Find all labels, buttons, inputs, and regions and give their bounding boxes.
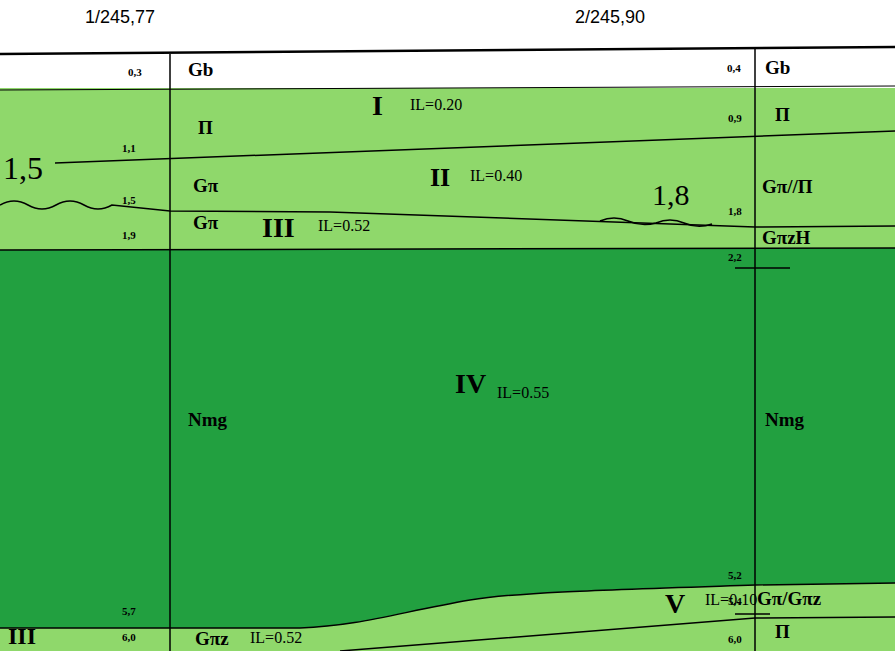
depth-label: 2,2 bbox=[728, 252, 742, 263]
depth-label: 0,3 bbox=[128, 67, 142, 78]
depth-label: 6,0 bbox=[122, 632, 136, 643]
depth-label: 0,9 bbox=[728, 113, 742, 124]
liquidity-index: IL=0.55 bbox=[497, 385, 549, 401]
soil-index: П bbox=[775, 105, 790, 124]
depth-label: 0,4 bbox=[727, 63, 741, 74]
layer-boundaries bbox=[0, 47, 895, 651]
depth-label: 1,5 bbox=[122, 195, 136, 206]
layer-boundary bbox=[340, 617, 895, 651]
light-soil-fill bbox=[0, 88, 895, 651]
wavy-contact bbox=[600, 218, 712, 226]
soil-index: Gπ bbox=[193, 213, 218, 232]
liquidity-index: IL=0.52 bbox=[318, 218, 370, 234]
layer-number: III bbox=[8, 624, 36, 648]
depth-callout: 1,5 bbox=[3, 152, 43, 184]
liquidity-index: IL=0.40 bbox=[470, 168, 522, 184]
depth-label: 5,7 bbox=[122, 606, 136, 617]
fill-boundary bbox=[0, 86, 895, 90]
soil-index: Nmg bbox=[765, 410, 804, 429]
soil-index: Gπ//П bbox=[762, 177, 813, 196]
layer-number: IV bbox=[455, 370, 486, 398]
depth-label: 6,0 bbox=[728, 634, 742, 645]
depth-callout: 1,8 bbox=[652, 180, 690, 210]
soil-index: Gπz bbox=[195, 629, 229, 648]
soil-index: Gπ/Gπz bbox=[757, 589, 821, 608]
liquidity-index: IL=0.52 bbox=[250, 630, 302, 646]
liquidity-index: IL=0.10 bbox=[705, 592, 757, 608]
layer-number: II bbox=[430, 165, 450, 191]
layer-number: V bbox=[665, 590, 685, 618]
borehole-line bbox=[169, 54, 171, 651]
dark-soil-fill bbox=[0, 248, 895, 628]
depth-tick bbox=[735, 613, 770, 615]
depth-label: 5,2 bbox=[728, 570, 742, 581]
liquidity-index: IL=0.20 bbox=[410, 97, 462, 113]
depth-tick bbox=[735, 267, 790, 269]
layer-boundary bbox=[55, 131, 895, 163]
borehole-label: 1/245,77 bbox=[85, 8, 155, 26]
layer-number: III bbox=[262, 214, 295, 242]
soil-index: П bbox=[198, 118, 213, 137]
soil-index: Gb bbox=[765, 58, 790, 77]
ground-surface bbox=[0, 47, 895, 54]
soil-index: Gπ bbox=[193, 176, 218, 195]
soil-index: П bbox=[775, 622, 790, 641]
depth-label: 1,8 bbox=[728, 206, 742, 217]
borehole-line bbox=[754, 47, 756, 651]
soil-index: Gb bbox=[188, 60, 213, 79]
soil-index: Nmg bbox=[188, 410, 227, 429]
layer-boundary bbox=[0, 248, 895, 250]
borehole-label: 2/245,90 bbox=[575, 8, 645, 26]
layer-boundary bbox=[0, 583, 895, 628]
soil-index: GπzH bbox=[762, 228, 810, 247]
layer-number: I bbox=[372, 92, 383, 120]
depth-label: 1,9 bbox=[122, 230, 136, 241]
depth-label: 1,1 bbox=[122, 143, 136, 154]
